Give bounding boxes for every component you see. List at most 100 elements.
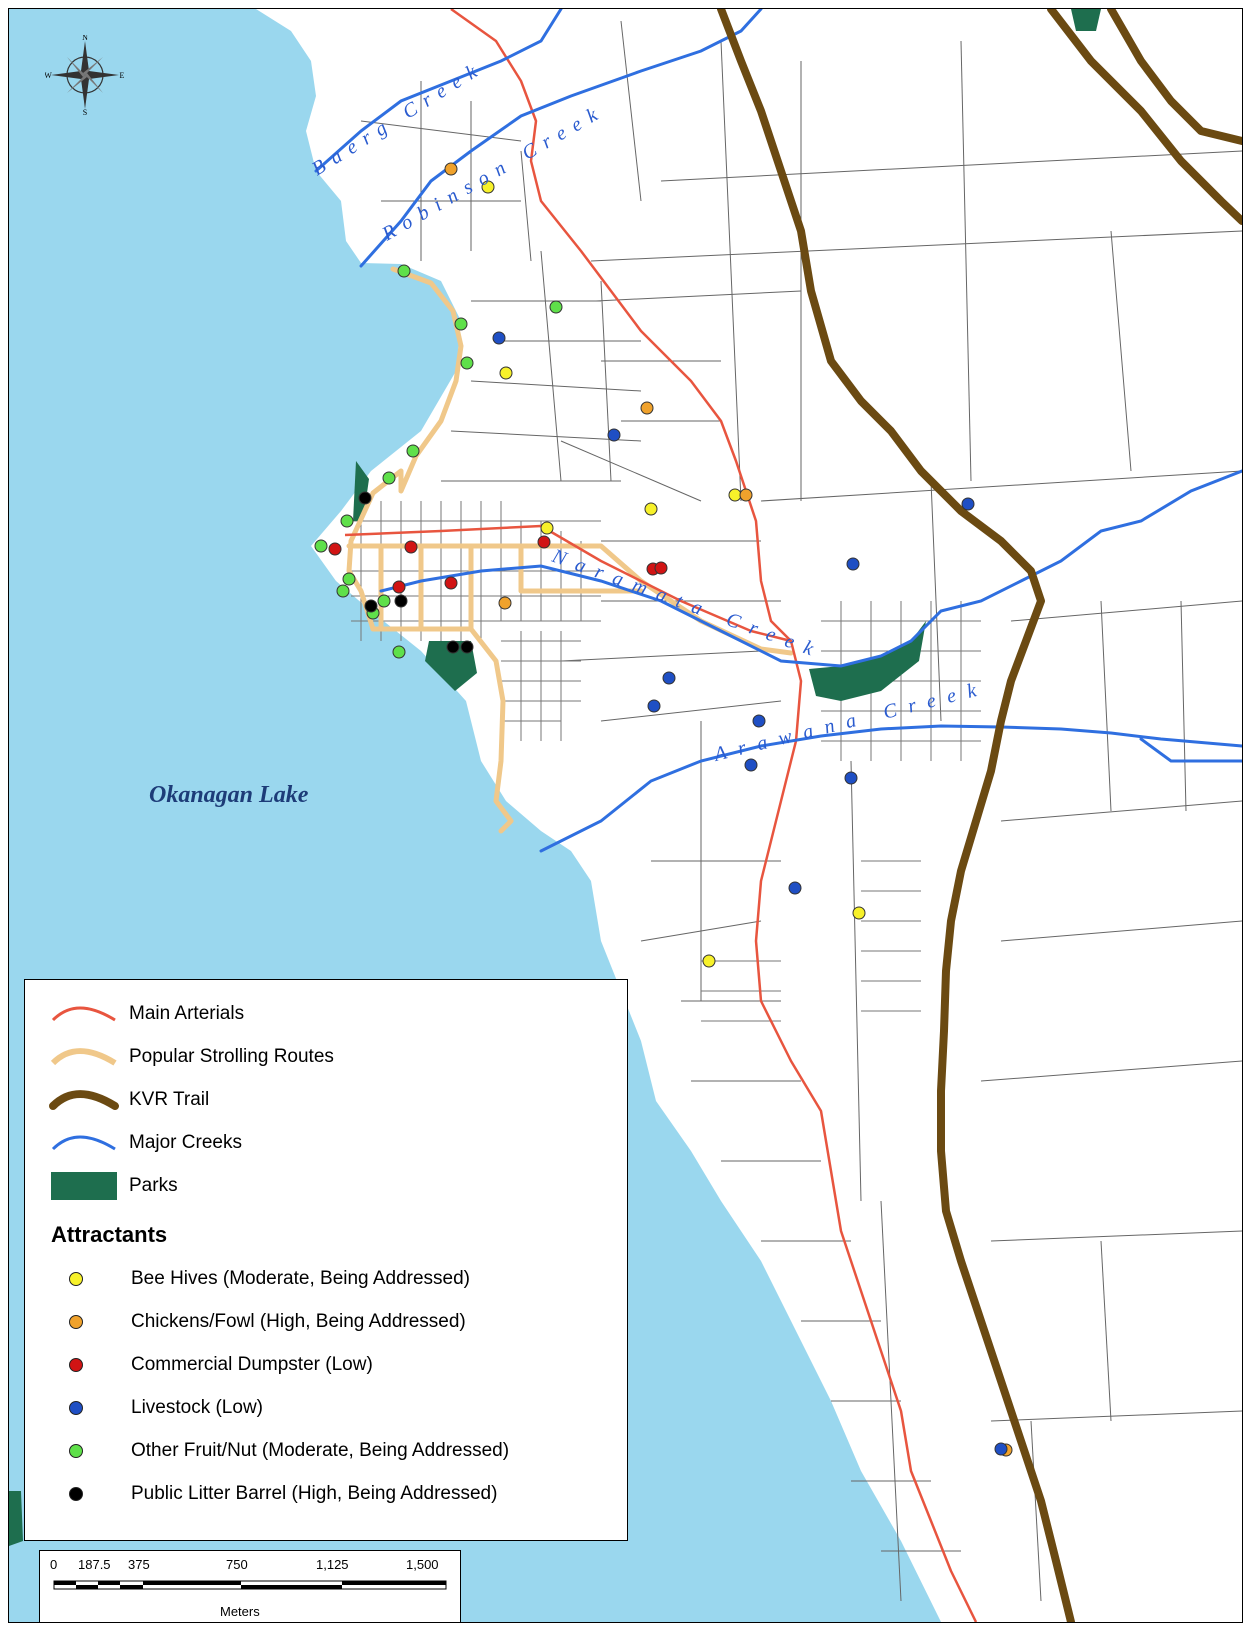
attractant-point xyxy=(728,488,742,502)
attractant-point xyxy=(328,542,342,556)
robinson-creek xyxy=(359,9,763,268)
attractant-point xyxy=(498,596,512,610)
attractant-dot-icon xyxy=(69,1358,83,1372)
attractant-point xyxy=(752,714,766,728)
attractant-point xyxy=(377,594,391,608)
attractant-point xyxy=(481,180,495,194)
compass-w: W xyxy=(45,71,52,80)
attractant-dot-icon xyxy=(69,1272,83,1286)
scale-tick-label: 187.5 xyxy=(78,1557,111,1572)
attractant-point xyxy=(454,317,468,331)
attractant-point xyxy=(444,576,458,590)
attractant-point xyxy=(460,356,474,370)
attractant-point xyxy=(444,162,458,176)
attractant-point xyxy=(844,771,858,785)
legend-label: Other Fruit/Nut (Moderate, Being Address… xyxy=(131,1440,510,1461)
baerg-creek xyxy=(314,9,563,173)
attractant-point xyxy=(499,366,513,380)
strolling-routes xyxy=(346,266,794,834)
compass-e: E xyxy=(120,71,125,80)
arawana-creek xyxy=(539,724,1242,853)
legend-label: Bee Hives (Moderate, Being Addressed) xyxy=(131,1268,471,1289)
legend-row-main-arterials: Main Arterials xyxy=(49,996,244,1032)
attractant-point xyxy=(492,331,506,345)
attractant-point xyxy=(392,580,406,594)
legend-label: KVR Trail xyxy=(129,1089,210,1110)
major-creek-symbol xyxy=(51,1135,116,1151)
scale-tick-label: 0 xyxy=(50,1557,58,1572)
attractant-point xyxy=(404,540,418,554)
legend-attractant-row: Commercial Dumpster (Low) xyxy=(69,1350,373,1380)
attractant-point xyxy=(788,881,802,895)
compass-s: S xyxy=(83,108,87,115)
parks xyxy=(9,9,1101,1546)
legend-label: Public Litter Barrel (High, Being Addres… xyxy=(131,1483,498,1504)
compass-rose-icon: N S E W xyxy=(45,35,125,115)
attractant-point xyxy=(446,640,460,654)
attractant-point xyxy=(607,428,621,442)
compass-n: N xyxy=(82,35,88,42)
kvr-trail-symbol xyxy=(49,1090,119,1110)
scale-bar-graphic xyxy=(53,1580,447,1590)
scale-unit: Meters xyxy=(220,1604,260,1619)
attractant-point xyxy=(640,401,654,415)
attractant-point xyxy=(382,471,396,485)
attractant-point xyxy=(540,521,554,535)
scale-tick-label: 375 xyxy=(128,1557,150,1572)
legend-attractant-row: Livestock (Low) xyxy=(69,1393,263,1423)
attractant-point xyxy=(549,300,563,314)
legend-row-parks: Parks xyxy=(49,1168,178,1204)
attractant-point xyxy=(358,491,372,505)
park-northeast xyxy=(1071,9,1101,31)
major-creeks xyxy=(314,9,1242,853)
attractants-title: Attractants xyxy=(51,1222,168,1247)
attractant-point xyxy=(364,599,378,613)
legend-attractant-row: Other Fruit/Nut (Moderate, Being Address… xyxy=(69,1436,509,1466)
creek-label-baerg: Baerg Creek xyxy=(308,56,489,180)
attractant-point xyxy=(852,906,866,920)
kvr-trail xyxy=(717,9,1242,1622)
attractant-point xyxy=(336,584,350,598)
attractant-point xyxy=(397,264,411,278)
lake-label: Okanagan Lake xyxy=(149,782,309,808)
scale-tick-label: 750 xyxy=(226,1557,248,1572)
attractant-dot-icon xyxy=(69,1444,83,1458)
strolling-route-symbol xyxy=(50,1048,117,1066)
attractant-point xyxy=(406,444,420,458)
attractant-point xyxy=(340,514,354,528)
attractant-point xyxy=(702,954,716,968)
attractant-dot-icon xyxy=(69,1487,83,1501)
attractant-point xyxy=(647,699,661,713)
legend-attractant-row: Bee Hives (Moderate, Being Addressed) xyxy=(69,1264,470,1294)
attractant-point xyxy=(846,557,860,571)
attractant-point xyxy=(314,539,328,553)
map-frame: Baerg Creek Robinson Creek Naramata Cree… xyxy=(8,8,1243,1623)
attractant-point xyxy=(961,497,975,511)
attractant-point xyxy=(394,594,408,608)
attractant-point xyxy=(662,671,676,685)
legend: Main Arterials Popular Strolling Routes … xyxy=(24,979,628,1541)
legend-label: Chickens/Fowl (High, Being Addressed) xyxy=(131,1311,466,1332)
park-southwest xyxy=(9,1491,23,1546)
attractant-point xyxy=(537,535,551,549)
main-arterials xyxy=(344,9,978,1622)
park-south xyxy=(425,641,477,691)
scale-bar: 0 187.5 375 750 1,125 1,500 Meters xyxy=(39,1550,461,1622)
creek-label-naramata: Naramata Creek xyxy=(548,545,826,664)
legend-label: Major Creeks xyxy=(129,1132,242,1153)
legend-label: Popular Strolling Routes xyxy=(129,1046,334,1067)
attractants-layer xyxy=(314,162,1013,1457)
attractant-point xyxy=(739,488,753,502)
legend-label: Commercial Dumpster (Low) xyxy=(131,1354,373,1375)
legend-label: Main Arterials xyxy=(129,1003,245,1024)
attractant-point xyxy=(654,561,668,575)
legend-attractant-row: Public Litter Barrel (High, Being Addres… xyxy=(69,1479,497,1509)
scale-tick-label: 1,500 xyxy=(406,1557,439,1572)
attractant-dot-icon xyxy=(69,1315,83,1329)
attractant-dot-icon xyxy=(69,1401,83,1415)
attractant-point xyxy=(744,758,758,772)
parcel-lines xyxy=(360,20,1242,1602)
legend-label: Parks xyxy=(129,1175,178,1196)
park-creek xyxy=(809,621,926,701)
legend-row-kvr-trail: KVR Trail xyxy=(49,1082,209,1118)
